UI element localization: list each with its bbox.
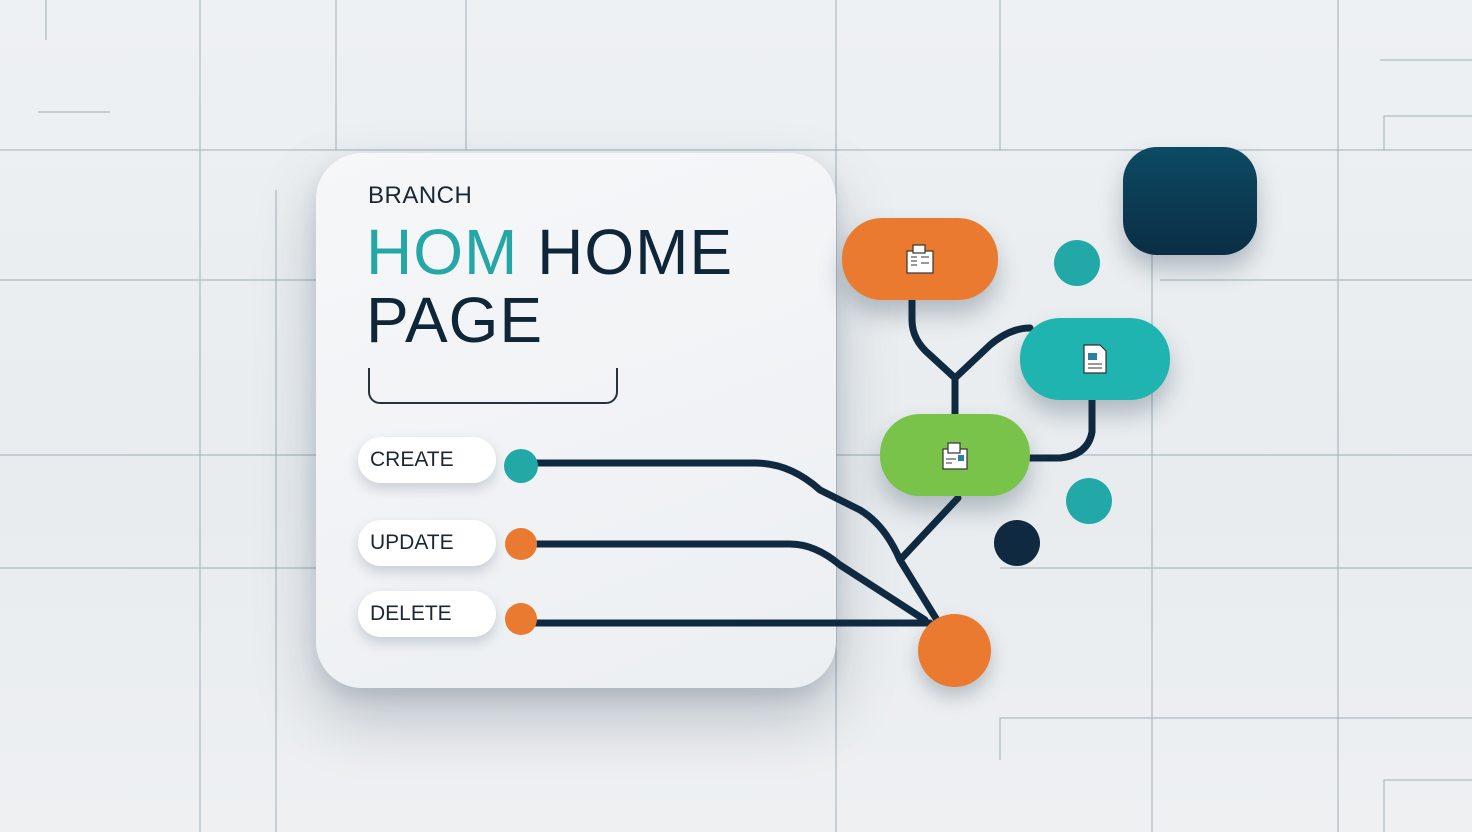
green-node[interactable]	[880, 414, 1030, 496]
merge-dot-orange	[918, 614, 991, 687]
folder-icon	[942, 442, 968, 470]
create-button-label: CREATE	[370, 448, 454, 471]
update-connector-dot	[505, 528, 537, 560]
update-button[interactable]: UPDATE	[358, 520, 496, 566]
floating-dot-teal-top	[1054, 240, 1100, 286]
delete-button-label: DELETE	[370, 602, 452, 625]
create-button[interactable]: CREATE	[358, 437, 496, 483]
building-icon	[906, 244, 934, 274]
delete-button[interactable]: DELETE	[358, 591, 496, 637]
card-eyebrow: BRANCH	[368, 182, 473, 209]
floating-dot-teal-bottom	[1066, 478, 1112, 524]
floating-dot-navy	[994, 520, 1040, 566]
create-connector-dot	[504, 449, 538, 483]
teal-node[interactable]	[1020, 318, 1170, 400]
page-title: HOM HOME PAGE	[366, 218, 806, 354]
update-button-label: UPDATE	[370, 531, 454, 554]
navy-node[interactable]	[1123, 147, 1257, 255]
name-input-field[interactable]	[368, 368, 618, 404]
delete-connector-dot	[505, 603, 537, 635]
document-icon	[1083, 344, 1107, 374]
title-rest: HOME PAGE	[366, 216, 734, 356]
orange-node[interactable]	[842, 218, 998, 300]
title-accent: HOM	[366, 216, 519, 288]
